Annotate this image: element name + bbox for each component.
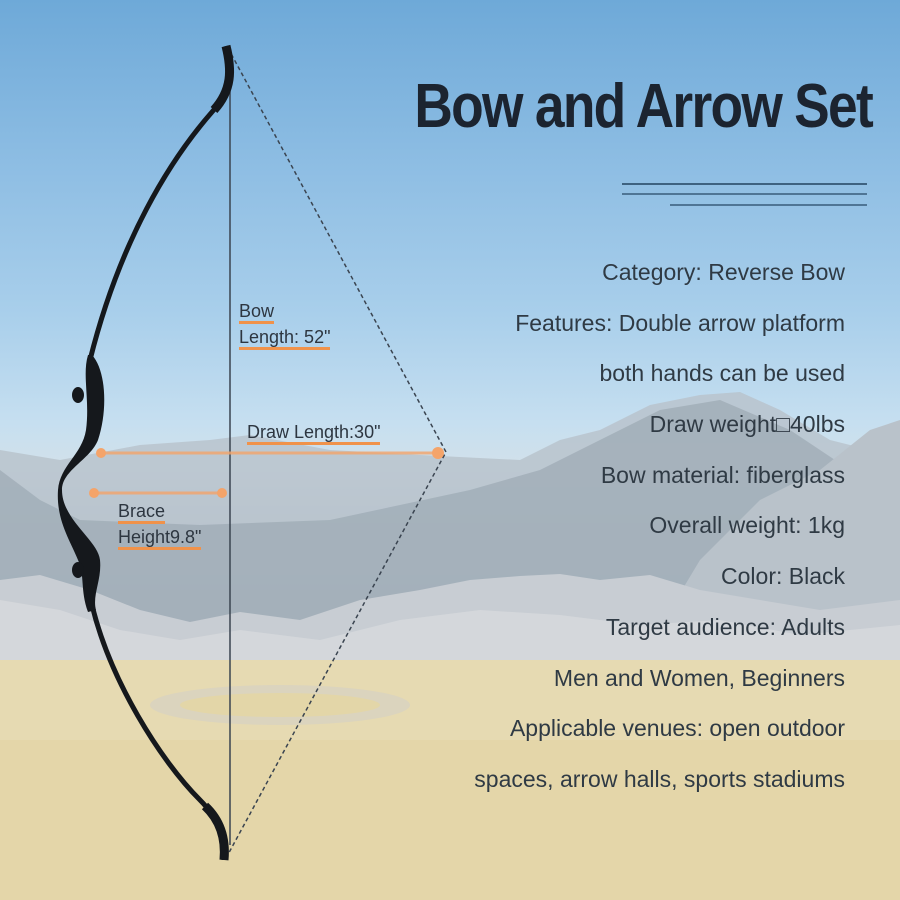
page-title: Bow and Arrow Set xyxy=(414,72,873,141)
draw-length-label: Draw Length:30" xyxy=(247,419,381,445)
bow-riser xyxy=(57,355,105,612)
spec-venues-cont: spaces, arrow halls, sports stadiums xyxy=(474,765,845,792)
spec-venues: Applicable venues: open outdoor xyxy=(509,715,845,742)
spec-audience: Target audience: Adults xyxy=(605,613,845,640)
spec-weight: Overall weight: 1kg xyxy=(649,512,845,539)
bow-length-label: Bow Length: 52" xyxy=(239,298,331,350)
spec-category: Category: Reverse Bow xyxy=(602,259,845,285)
spec-color: Color: Black xyxy=(721,563,845,590)
spec-list: Category: Reverse Bow Features: Double a… xyxy=(474,254,845,812)
brace-height-label: Brace Height9.8" xyxy=(118,498,202,550)
bow-upper-limb xyxy=(87,45,232,361)
spec-features: Features: Double arrow platform xyxy=(515,309,845,336)
spec-features-cont: both hands can be used xyxy=(599,360,845,387)
spec-material: Bow material: fiberglass xyxy=(600,461,845,488)
spec-audience-cont: Men and Women, Beginners xyxy=(553,664,845,691)
spec-draw-weight: Draw weight□40lbs xyxy=(649,411,845,438)
